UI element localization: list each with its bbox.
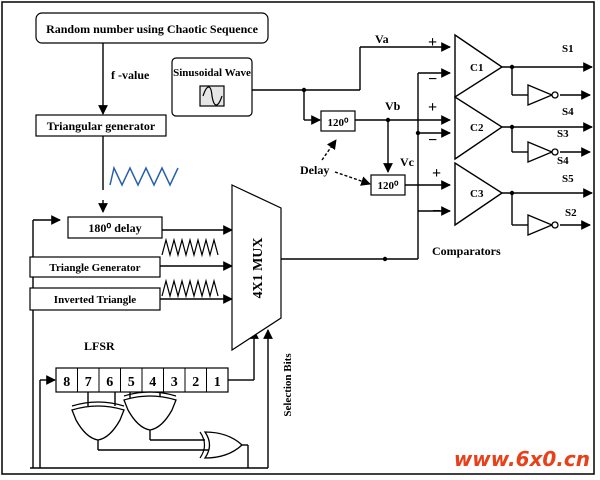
vc-label: Vc	[400, 155, 415, 169]
lfsr-bit: 1	[214, 375, 221, 390]
xor-gate-3	[203, 431, 243, 459]
lfsr-label: LFSR	[84, 339, 115, 353]
delay180-label: 180⁰ delay	[88, 221, 141, 235]
triangular-label: Triangular generator	[47, 119, 156, 133]
output-s4-b: S4	[557, 155, 569, 167]
not-gate-3	[527, 214, 554, 236]
xor-gate-1	[71, 405, 125, 441]
delay120-a-label: 120⁰	[328, 117, 350, 129]
plus-sign: +	[428, 34, 437, 51]
comparator-c1	[454, 33, 504, 99]
delay120-b-label: 120⁰	[378, 180, 400, 192]
not-bubble-1	[551, 91, 559, 99]
output-s4: S4	[562, 106, 574, 118]
watermark-text: www.6x0.cn	[454, 447, 590, 471]
output-s1: S1	[562, 43, 574, 55]
va-label: Va	[375, 32, 389, 46]
xor-gate-2	[123, 395, 177, 431]
comparator-c3	[454, 161, 504, 227]
not-gate-2	[527, 141, 554, 163]
sine-glyph	[202, 86, 223, 106]
lfsr-bit: 2	[192, 375, 199, 390]
lfsr-bit: 8	[63, 375, 70, 390]
fvalue-label: f -value	[111, 68, 150, 82]
comparator-c2	[454, 95, 504, 161]
lfsr-bit: 7	[85, 375, 92, 390]
not-gate-1	[527, 84, 554, 106]
delay-label: Delay	[300, 163, 329, 177]
not-bubble-3	[551, 221, 559, 229]
lfsr-bit: 5	[128, 375, 135, 390]
sine-label: Sinusoidal Wave	[173, 67, 251, 79]
delay180-block	[67, 216, 163, 239]
plus-sign: +	[428, 99, 437, 116]
minus-sign: −	[432, 203, 441, 220]
c1-label: C1	[470, 62, 483, 74]
vb-label: Vb	[385, 99, 401, 113]
inv-tri-label: Inverted Triangle	[54, 294, 137, 306]
chaotic-label: Random number using Chaotic Sequence	[46, 22, 258, 36]
minus-sign: −	[428, 71, 437, 88]
triangular-block	[35, 114, 167, 137]
plus-sign: +	[432, 165, 441, 182]
c2-label: C2	[470, 122, 484, 134]
chaotic-block	[35, 12, 269, 44]
triangle-wave-icon	[161, 237, 219, 258]
comparators-label: Comparators	[432, 244, 501, 258]
inverted-triangle-wave-icon	[161, 278, 219, 299]
delay120-a-block	[320, 110, 356, 132]
tri-gen-label: Triangle Generator	[49, 262, 140, 274]
output-s5: S5	[562, 173, 574, 185]
lfsr-bit: 3	[171, 375, 178, 390]
not-bubble-2	[551, 148, 559, 156]
minus-sign: −	[428, 132, 437, 149]
mux-block	[231, 184, 282, 352]
lfsr-bit: 4	[149, 375, 156, 390]
delay120-b-block	[370, 174, 406, 196]
selection-label: Selection Bits	[282, 353, 294, 417]
triangular-wave-icon	[109, 165, 179, 187]
mux-label: 4X1 MUX	[251, 237, 266, 298]
c3-label: C3	[470, 188, 484, 200]
output-s2: S2	[565, 207, 577, 219]
outer-border	[1, 1, 595, 475]
inv-tri-block	[29, 287, 161, 311]
output-s3: S3	[557, 128, 569, 140]
lfsr-bit: 6	[106, 375, 113, 390]
tri-gen-block	[29, 256, 161, 278]
